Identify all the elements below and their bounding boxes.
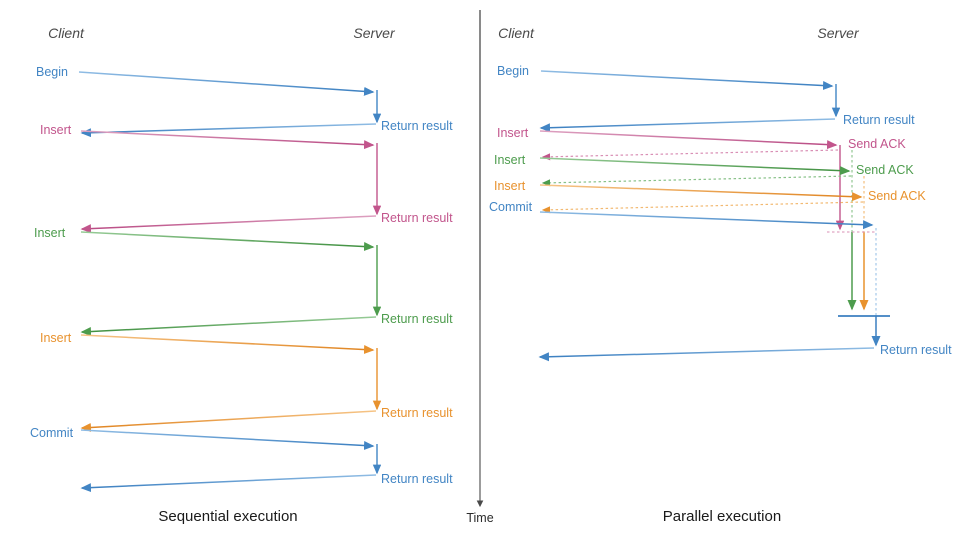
arrow-ack-2-right xyxy=(541,175,852,187)
message-label-commit-left: Commit xyxy=(30,426,74,440)
caption-parallel: Parallel execution xyxy=(663,508,781,525)
arrow-insert-1-left xyxy=(80,130,375,150)
message-label-insert-3-right: Insert xyxy=(494,179,526,193)
message-label-insert-1-left: Insert xyxy=(40,123,72,137)
arrow-begin-right xyxy=(540,70,834,91)
arrow-ack-3-right xyxy=(541,201,864,214)
arrow-return-result-4-left xyxy=(80,410,377,432)
message-label-return-result-1-left: Return result xyxy=(381,119,453,133)
message-label-insert-3-left: Insert xyxy=(40,331,72,345)
arrow-return-result-5-left xyxy=(80,474,377,493)
lane-title-server-right: Server xyxy=(817,25,860,41)
arrow-return-result-3-left xyxy=(80,316,377,337)
arrow-commit-left xyxy=(80,429,375,451)
message-label-send-ack-1: Send ACK xyxy=(848,137,906,151)
arrow-return-result-1-left xyxy=(80,123,377,138)
arrow-ack-1-right xyxy=(541,149,839,161)
arrow-insert-3-left xyxy=(80,334,375,355)
message-label-return-result-4-left: Return result xyxy=(381,406,453,420)
arrow-begin-left xyxy=(78,71,375,96)
panel-sequential: Client Server Begin Return result Insert… xyxy=(30,25,453,525)
arrow-return-result-final-right xyxy=(538,347,875,362)
message-label-insert-2-left: Insert xyxy=(34,226,66,240)
panel-parallel: Client Server Begin Return result Insert… xyxy=(489,25,952,525)
message-label-commit-right: Commit xyxy=(489,200,533,214)
message-label-return-result-final-right: Return result xyxy=(880,343,952,357)
arrow-insert-1-right xyxy=(539,130,838,150)
message-label-return-result-1-right: Return result xyxy=(843,113,915,127)
lane-title-client-right: Client xyxy=(498,25,535,41)
arrow-insert-2-right xyxy=(539,157,851,176)
caption-sequential: Sequential execution xyxy=(158,508,297,525)
lane-title-client-left: Client xyxy=(48,25,85,41)
arrow-return-result-1-right xyxy=(539,118,836,133)
message-label-send-ack-3: Send ACK xyxy=(868,189,926,203)
arrow-insert-2-left xyxy=(80,231,375,252)
message-label-send-ack-2: Send ACK xyxy=(856,163,914,177)
arrow-commit-right xyxy=(539,211,874,230)
message-label-insert-2-right: Insert xyxy=(494,153,526,167)
message-label-insert-1-right: Insert xyxy=(497,126,529,140)
time-axis-label: Time xyxy=(466,511,493,525)
message-label-return-result-5-left: Return result xyxy=(381,472,453,486)
arrow-insert-3-right xyxy=(539,184,863,202)
message-label-begin-right: Begin xyxy=(497,64,529,78)
lane-title-server-left: Server xyxy=(353,25,396,41)
message-label-return-result-3-left: Return result xyxy=(381,312,453,326)
message-label-return-result-2-left: Return result xyxy=(381,211,453,225)
message-label-begin-left: Begin xyxy=(36,65,68,79)
arrow-return-result-2-left xyxy=(80,215,377,234)
